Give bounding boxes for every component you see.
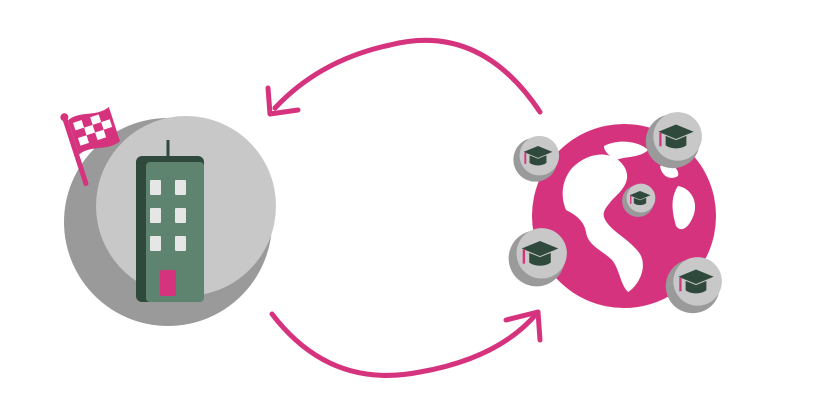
- graduate-badge: [645, 112, 702, 169]
- graduation-cap-icon: [658, 124, 694, 149]
- curved-arrow-right-icon: [269, 309, 543, 378]
- checkered-flag-icon: [60, 106, 121, 186]
- graduation-cap-icon: [678, 269, 714, 294]
- graduation-cap-icon: [629, 191, 651, 206]
- graduation-cap-icon: [523, 146, 553, 166]
- graduate-badge: [513, 135, 560, 182]
- curved-arrow-left-icon: [265, 37, 543, 117]
- globe-icon: [532, 124, 716, 308]
- office-building-icon: [136, 140, 204, 302]
- graduate-badge: [508, 228, 567, 287]
- organization-node: [60, 106, 276, 326]
- graduation-cap-icon: [521, 241, 559, 266]
- world-node: [508, 112, 722, 314]
- graduate-badge: [622, 183, 656, 217]
- graduate-badge: [665, 257, 722, 314]
